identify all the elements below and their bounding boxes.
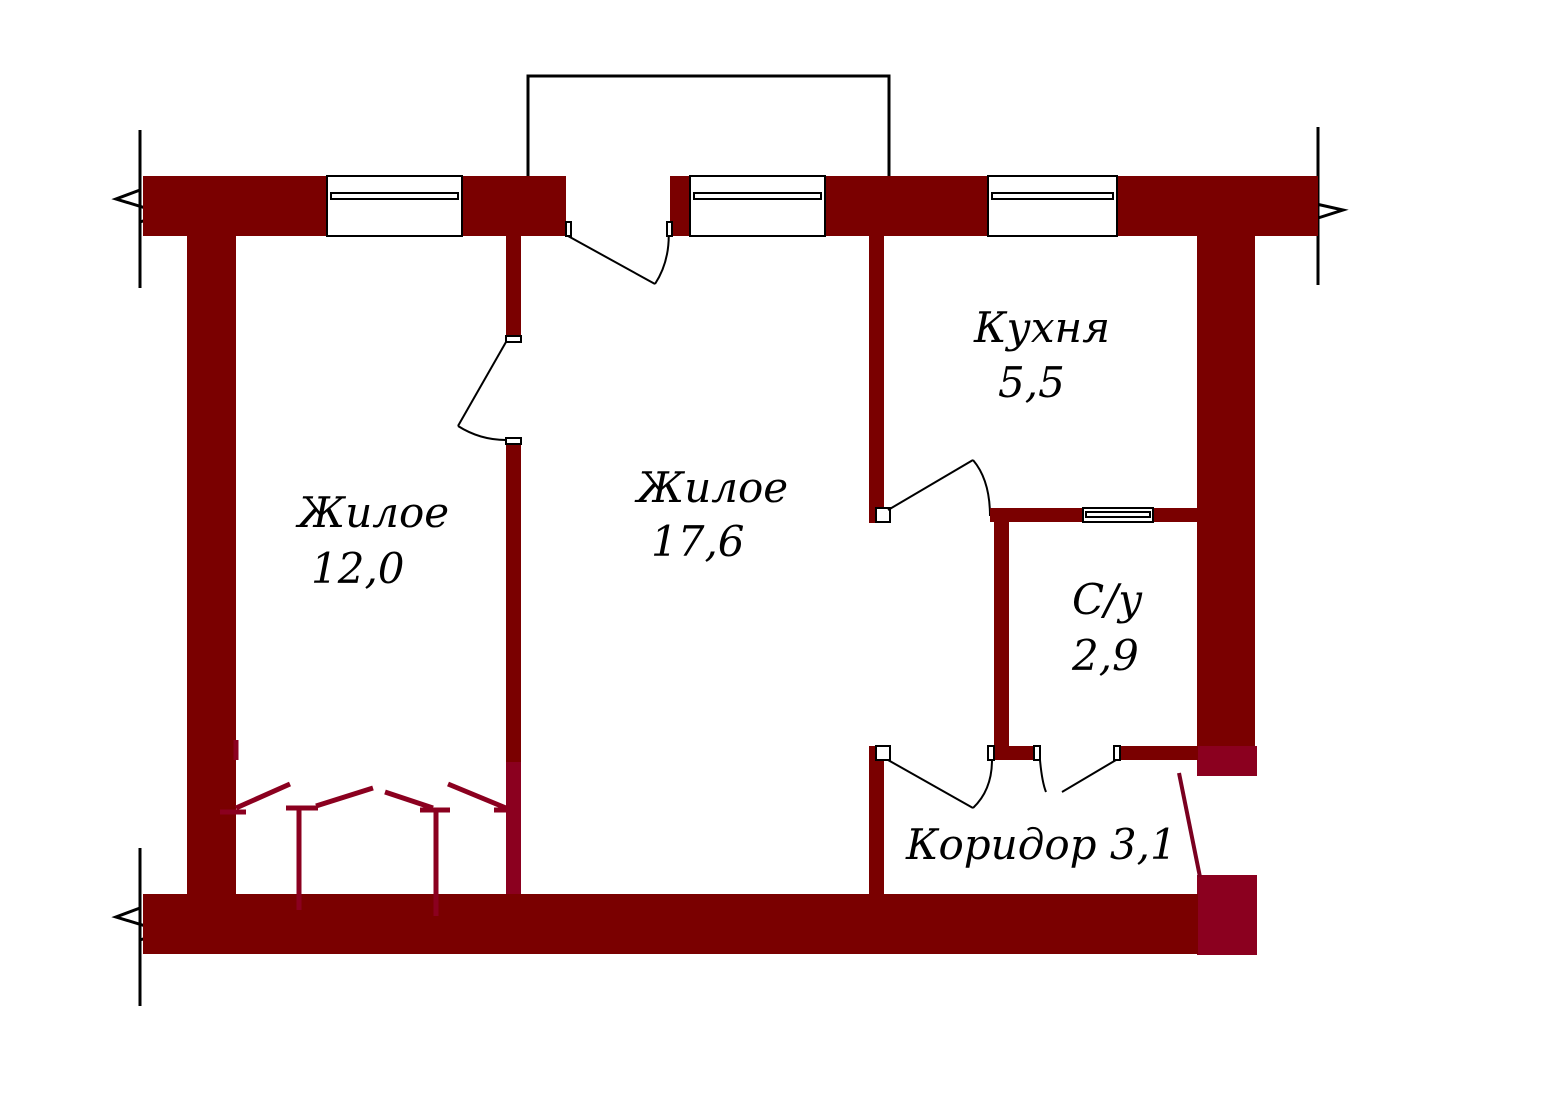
door-swing-icon (457, 335, 522, 445)
bedroom-area: 12,0 (311, 544, 405, 593)
top-wall (143, 176, 1318, 236)
left-wall (187, 236, 236, 894)
right-wall-end-lower (1197, 875, 1257, 955)
kitchen-bath-wall (990, 508, 1197, 522)
living-area: 17,6 (651, 517, 745, 566)
right-wall (1197, 236, 1255, 746)
door-swing-icon (875, 745, 993, 809)
door-swing-icon (987, 745, 1121, 793)
partition-bedroom-living (506, 236, 521, 894)
window-icon (689, 175, 826, 237)
door-swing-icon (565, 221, 673, 285)
partition-living-kitchen (869, 236, 884, 894)
bedroom-name: Жилое (295, 488, 449, 537)
window-icon (987, 175, 1118, 237)
living-name: Жилое (634, 463, 788, 512)
door-swing-icon (875, 459, 991, 523)
bathroom-name: С/у (1072, 575, 1143, 624)
window-icon (326, 175, 463, 237)
kitchen-name: Кухня (973, 303, 1110, 352)
window-icon (1082, 507, 1154, 523)
bottom-wall (143, 894, 1198, 954)
entrance-door-icon (1177, 772, 1202, 878)
bathroom-area: 2,9 (1071, 631, 1139, 680)
bathroom-bottom-wall (990, 746, 1198, 760)
right-wall-end-upper (1197, 746, 1257, 776)
balcony-icon (526, 74, 891, 178)
wardrobe-icon (220, 740, 520, 916)
kitchen-area: 5,5 (998, 358, 1065, 407)
bathroom-left-wall (994, 522, 1009, 758)
corridor-label: Коридор 3,1 (905, 820, 1177, 869)
